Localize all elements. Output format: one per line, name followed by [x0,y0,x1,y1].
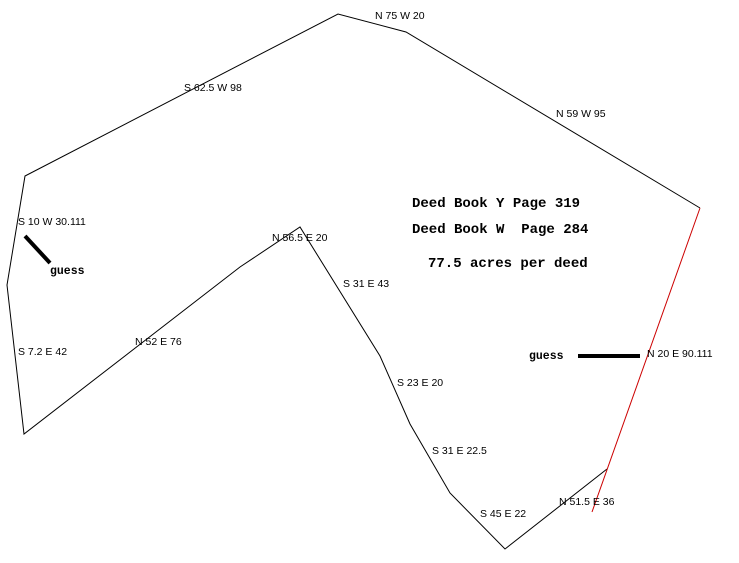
call-label: S 31 E 43 [343,278,389,290]
call-label: S 7.2 E 42 [18,346,67,358]
acreage-label: 77.5 acres per deed [428,256,588,272]
guess-label-left: guess [50,265,85,278]
deed-book-y-label: Deed Book Y Page 319 [412,196,580,212]
guess-label-right: guess [529,350,564,363]
call-label: S 31 E 22.5 [432,445,487,457]
call-label: S 62.5 W 98 [184,82,242,94]
call-label: S 45 E 22 [480,508,526,520]
call-label: N 56.5 E 20 [272,232,328,244]
call-label: N 20 E 90.111 [647,348,713,360]
call-label: N 59 W 95 [556,108,606,120]
call-label: S 23 E 20 [397,377,443,389]
property-boundary [6,13,701,550]
guess-marker-left [23,234,52,265]
red-boundary-line [591,207,701,513]
call-label: N 51.5 E 36 [559,496,615,508]
call-label: S 10 W 30.111 [18,216,86,228]
call-label: N 52 E 76 [135,336,182,348]
call-label: N 75 W 20 [375,10,425,22]
deed-book-w-label: Deed Book W Page 284 [412,222,588,238]
